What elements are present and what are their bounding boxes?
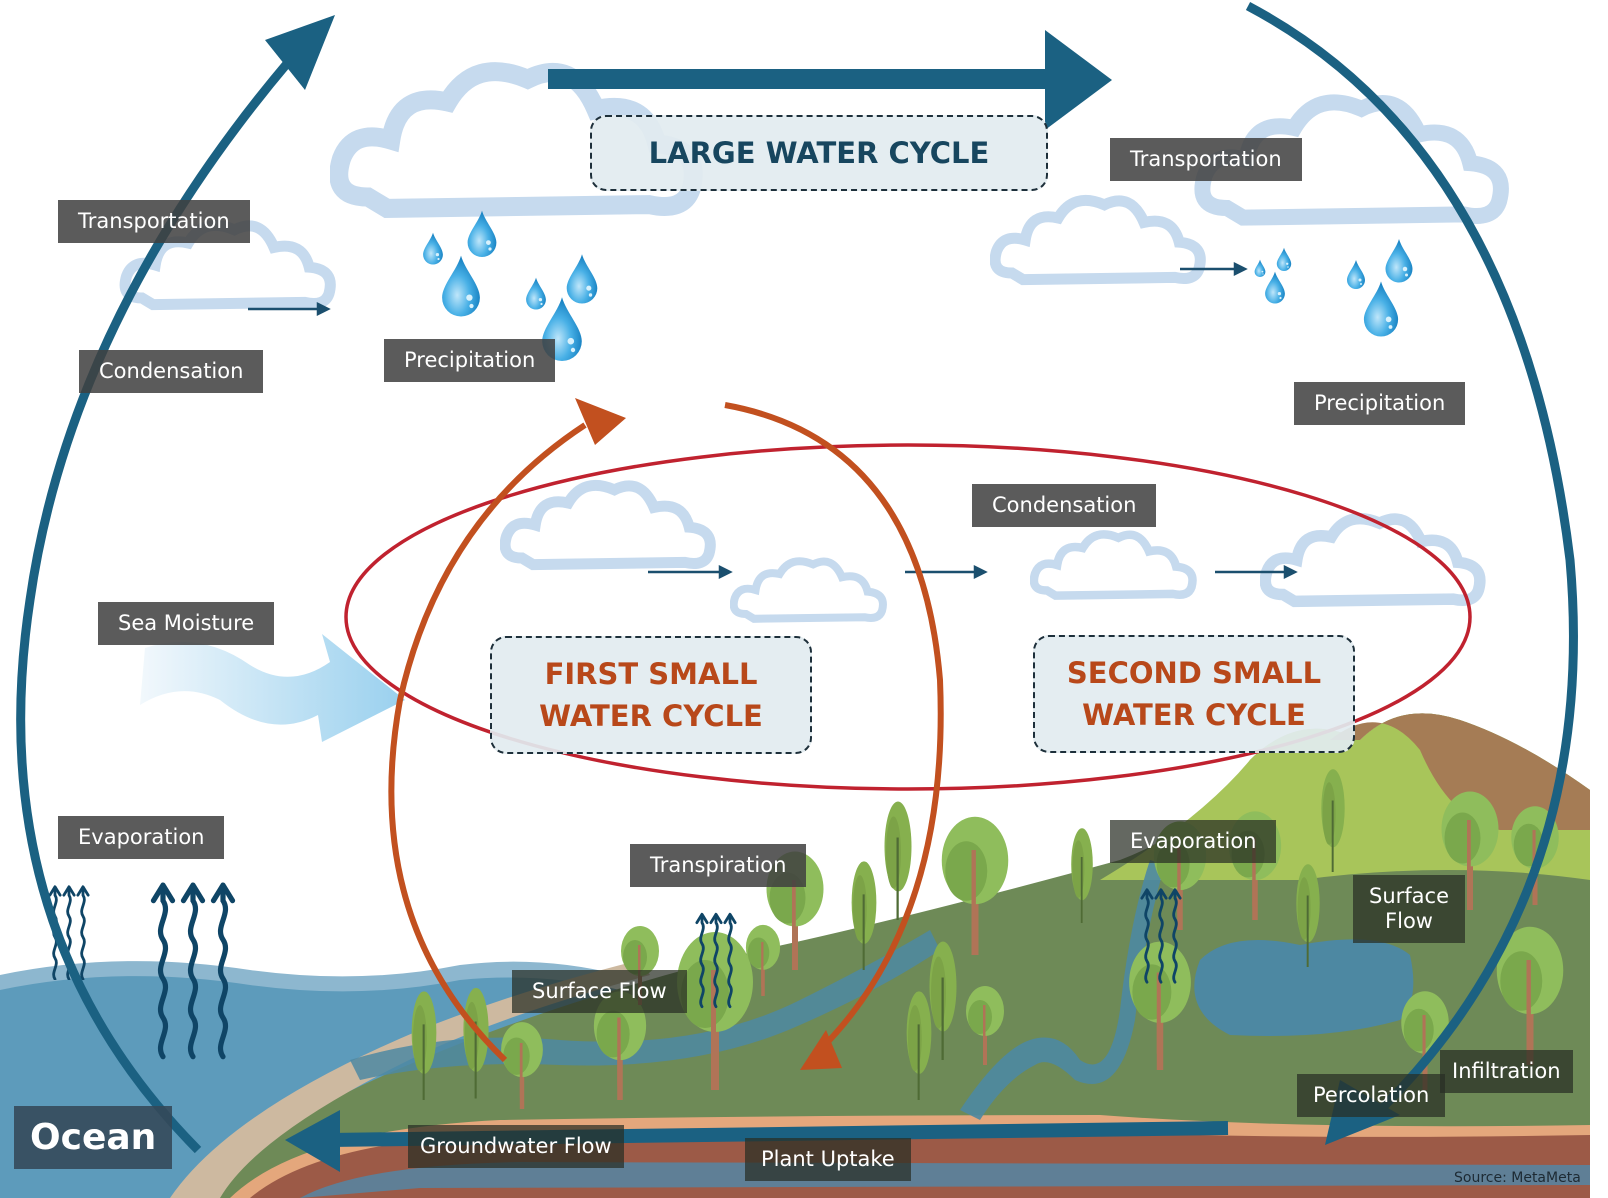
large-cycle-top-arrow <box>548 30 1112 130</box>
source-credit: Source: MetaMeta <box>1454 1170 1581 1186</box>
second-small-line1: SECOND SMALL <box>1066 655 1322 690</box>
large-cycle-arrowhead <box>265 15 335 90</box>
label-plant-uptake: Plant Uptake <box>745 1138 911 1182</box>
label-transpiration: Transpiration <box>630 844 807 888</box>
label-ocean: Ocean <box>14 1106 173 1170</box>
small-cycle-arrow <box>388 402 944 1063</box>
first-small-line2: WATER CYCLE <box>539 699 763 733</box>
label-precipitation-right: Precipitation <box>1294 382 1466 426</box>
label-percolation: Percolation <box>1297 1074 1446 1118</box>
label-transportation-right: Transportation <box>1110 138 1302 182</box>
raindrop-icon <box>423 210 1413 361</box>
label-evaporation-ocean: Evaporation <box>58 816 225 860</box>
flow-arrow-icon <box>248 261 1298 580</box>
large-water-cycle-text: LARGE WATER CYCLE <box>648 135 990 170</box>
label-evaporation-land: Evaporation <box>1110 820 1277 864</box>
first-small-water-cycle-title: FIRST SMALL WATER CYCLE <box>490 636 812 754</box>
label-transportation-left: Transportation <box>58 200 250 244</box>
label-surface-flow-left: Surface Flow <box>512 970 687 1014</box>
second-small-line2: WATER CYCLE <box>1082 698 1306 732</box>
label-groundwater-flow: Groundwater Flow <box>408 1125 624 1169</box>
label-surface-flow-right: Surface Flow <box>1353 875 1466 944</box>
second-small-water-cycle-title: SECOND SMALL WATER CYCLE <box>1033 635 1355 753</box>
small-cycle-ellipse <box>344 443 1472 791</box>
stream <box>350 930 940 1080</box>
lake <box>1194 939 1414 1036</box>
surface-flow-right-line2: Flow <box>1385 909 1433 934</box>
first-small-line1: FIRST SMALL <box>544 656 758 691</box>
label-condensation-left: Condensation <box>79 350 264 394</box>
label-sea-moisture: Sea Moisture <box>98 602 275 646</box>
label-infiltration: Infiltration <box>1440 1050 1573 1094</box>
sea-moisture-arrow <box>140 634 405 742</box>
label-precipitation-left: Precipitation <box>384 339 556 383</box>
large-water-cycle-title: LARGE WATER CYCLE <box>590 115 1048 191</box>
label-condensation-center: Condensation <box>972 484 1157 528</box>
surface-flow-right-line1: Surface <box>1369 884 1450 908</box>
